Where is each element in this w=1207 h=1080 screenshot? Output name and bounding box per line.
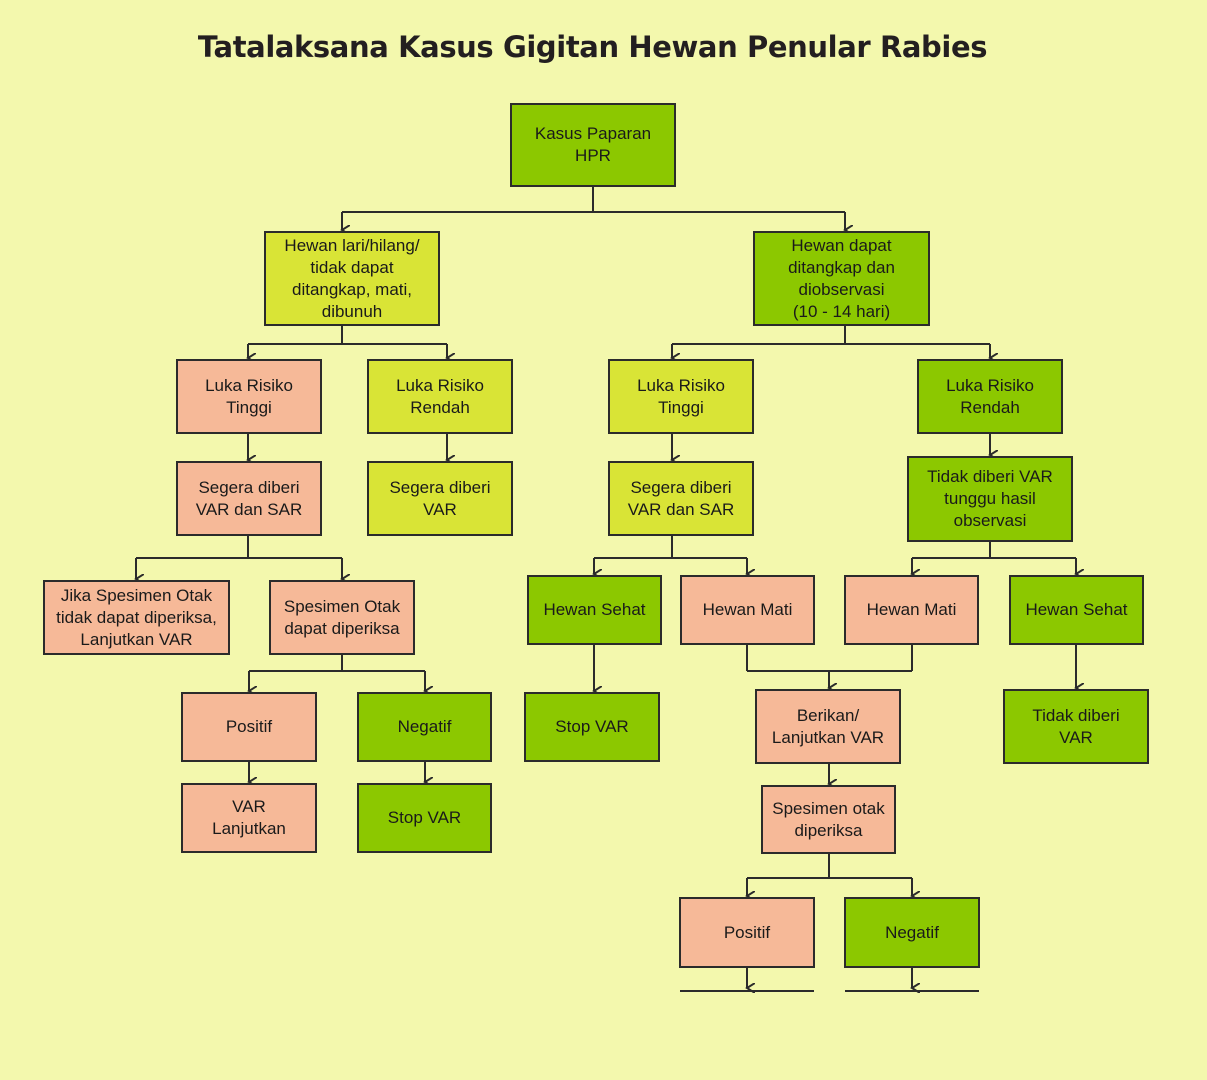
node-left-positive: Positif (181, 692, 317, 762)
node-left-negative: Negatif (357, 692, 492, 762)
node-specimen-checked: Spesimen otak diperiksa (761, 785, 896, 854)
node-right-no-var: Tidak diberi VAR tunggu hasil observasi (907, 456, 1073, 542)
node-give-var: Berikan/ Lanjutkan VAR (755, 689, 901, 764)
node-dead-2: Hewan Mati (844, 575, 979, 645)
node-left-low-risk: Luka Risiko Rendah (367, 359, 513, 434)
node-stop-var-2: Stop VAR (524, 692, 660, 762)
node-left-high-risk: Luka Risiko Tinggi (176, 359, 322, 434)
node-left-var-sar: Segera diberi VAR dan SAR (176, 461, 322, 536)
node-right-var-sar: Segera diberi VAR dan SAR (608, 461, 754, 536)
node-right-positive: Positif (679, 897, 815, 968)
node-specimen-checkable: Spesimen Otak dapat diperiksa (269, 580, 415, 655)
node-no-var-2: Tidak diberi VAR (1003, 689, 1149, 764)
node-healthy-1: Hewan Sehat (527, 575, 662, 645)
node-right-low-risk: Luka Risiko Rendah (917, 359, 1063, 434)
node-lost-animal: Hewan lari/hilang/ tidak dapat ditangkap… (264, 231, 440, 326)
node-healthy-2: Hewan Sehat (1009, 575, 1144, 645)
node-left-var: Segera diberi VAR (367, 461, 513, 536)
node-specimen-not-checkable: Jika Spesimen Otak tidak dapat diperiksa… (43, 580, 230, 655)
node-left-stop-var: Stop VAR (357, 783, 492, 853)
node-observed-animal: Hewan dapat ditangkap dan diobservasi (1… (753, 231, 930, 326)
node-root: Kasus Paparan HPR (510, 103, 676, 187)
node-right-high-risk: Luka Risiko Tinggi (608, 359, 754, 434)
page-title: Tatalaksana Kasus Gigitan Hewan Penular … (197, 30, 988, 64)
node-right-negative: Negatif (844, 897, 980, 968)
node-left-continue-var: VAR Lanjutkan (181, 783, 317, 853)
node-dead-1: Hewan Mati (680, 575, 815, 645)
